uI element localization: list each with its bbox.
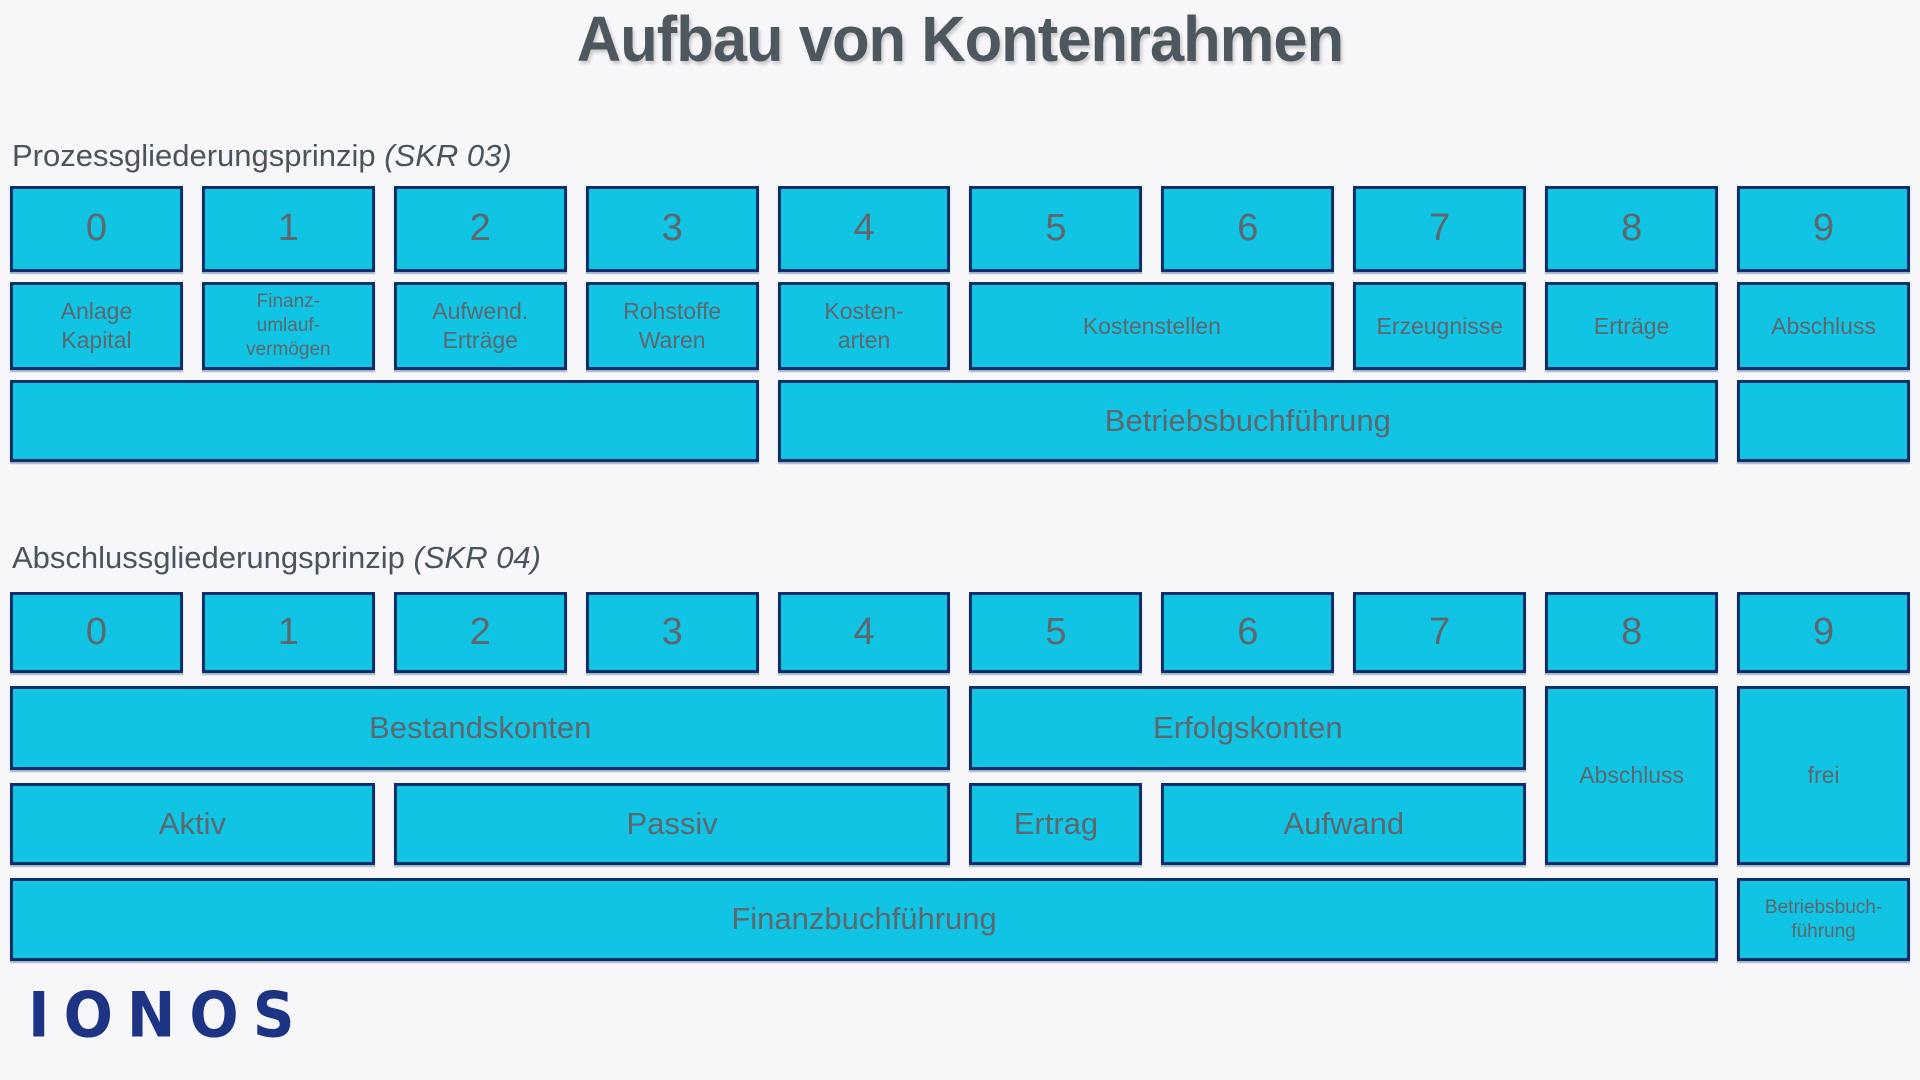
skr04-group-aufwand: Aufwand bbox=[1161, 783, 1527, 865]
skr04-digit-6: 6 bbox=[1161, 592, 1335, 673]
skr04-digit-5: 5 bbox=[969, 592, 1143, 673]
skr03-label-abschluss: Abschluss bbox=[1737, 282, 1910, 370]
skr04-digit-2: 2 bbox=[393, 592, 567, 673]
skr03-label-finanzumlaufvermoegen: Finanz- umlauf- vermögen bbox=[201, 282, 375, 370]
skr03-digit-2: 2 bbox=[393, 186, 567, 272]
skr03-digit-8: 8 bbox=[1545, 186, 1719, 272]
skr04-band-betriebsbuchfuehrung: Betriebsbuch- führung bbox=[1737, 878, 1910, 961]
skr03-digit-6: 6 bbox=[1161, 186, 1335, 272]
skr04-digit-7: 7 bbox=[1353, 592, 1527, 673]
ionos-logo: IONOS bbox=[28, 978, 309, 1052]
section-heading-skr03: Prozessgliederungsprinzip (SKR 03) bbox=[12, 138, 512, 174]
skr03-digit-5: 5 bbox=[969, 186, 1143, 272]
section-heading-skr03-text: Prozessgliederungsprinzip bbox=[12, 138, 376, 173]
skr04-group-erfolgskonten: Erfolgskonten bbox=[969, 686, 1527, 770]
skr03-diagram: 0 1 2 3 4 5 6 7 8 9 Anlage Kapital Finan… bbox=[10, 186, 1910, 462]
section-heading-skr03-code: (SKR 03) bbox=[384, 138, 512, 173]
skr04-group-aktiv: Aktiv bbox=[10, 783, 375, 865]
skr04-digit-1: 1 bbox=[201, 592, 375, 673]
section-heading-skr04: Abschlussgliederungsprinzip (SKR 04) bbox=[12, 540, 541, 576]
skr04-group-frei: frei bbox=[1737, 686, 1910, 865]
skr03-digit-1: 1 bbox=[201, 186, 375, 272]
skr04-group-abschluss: Abschluss bbox=[1545, 686, 1719, 865]
skr04-group-passiv: Passiv bbox=[393, 783, 951, 865]
skr04-group-ertrag: Ertrag bbox=[969, 783, 1143, 865]
skr03-band-betriebsbuchfuehrung: Betriebsbuchführung bbox=[777, 380, 1719, 462]
skr03-digit-4: 4 bbox=[777, 186, 951, 272]
skr03-band-empty-left bbox=[10, 380, 759, 462]
page-title: Aufbau von Kontenrahmen bbox=[576, 3, 1344, 75]
skr04-digit-4: 4 bbox=[777, 592, 951, 673]
skr04-digit-8: 8 bbox=[1545, 592, 1719, 673]
skr04-digit-0: 0 bbox=[10, 592, 183, 673]
skr04-band-finanzbuchfuehrung: Finanzbuchführung bbox=[10, 878, 1719, 961]
skr03-digit-3: 3 bbox=[585, 186, 759, 272]
skr04-diagram: 0 1 2 3 4 5 6 7 8 9 Bestandskonten Erfol… bbox=[10, 592, 1910, 961]
skr04-digit-3: 3 bbox=[585, 592, 759, 673]
skr03-label-kostenstellen: Kostenstellen bbox=[969, 282, 1335, 370]
skr03-label-rohstoffe-waren: Rohstoffe Waren bbox=[585, 282, 759, 370]
skr03-label-anlage-kapital: Anlage Kapital bbox=[10, 282, 183, 370]
skr03-label-aufwend-ertraege: Aufwend. Erträge bbox=[393, 282, 567, 370]
skr03-label-ertraege: Erträge bbox=[1545, 282, 1719, 370]
skr03-digit-0: 0 bbox=[10, 186, 183, 272]
skr03-digit-9: 9 bbox=[1737, 186, 1910, 272]
skr03-label-erzeugnisse: Erzeugnisse bbox=[1353, 282, 1527, 370]
skr04-digit-9: 9 bbox=[1737, 592, 1910, 673]
section-heading-skr04-text: Abschlussgliederungsprinzip bbox=[12, 540, 405, 575]
section-heading-skr04-code: (SKR 04) bbox=[413, 540, 541, 575]
skr03-digit-7: 7 bbox=[1353, 186, 1527, 272]
skr03-label-kostenarten: Kosten- arten bbox=[777, 282, 951, 370]
skr04-group-bestandskonten: Bestandskonten bbox=[10, 686, 951, 770]
skr03-band-empty-right bbox=[1737, 380, 1910, 462]
